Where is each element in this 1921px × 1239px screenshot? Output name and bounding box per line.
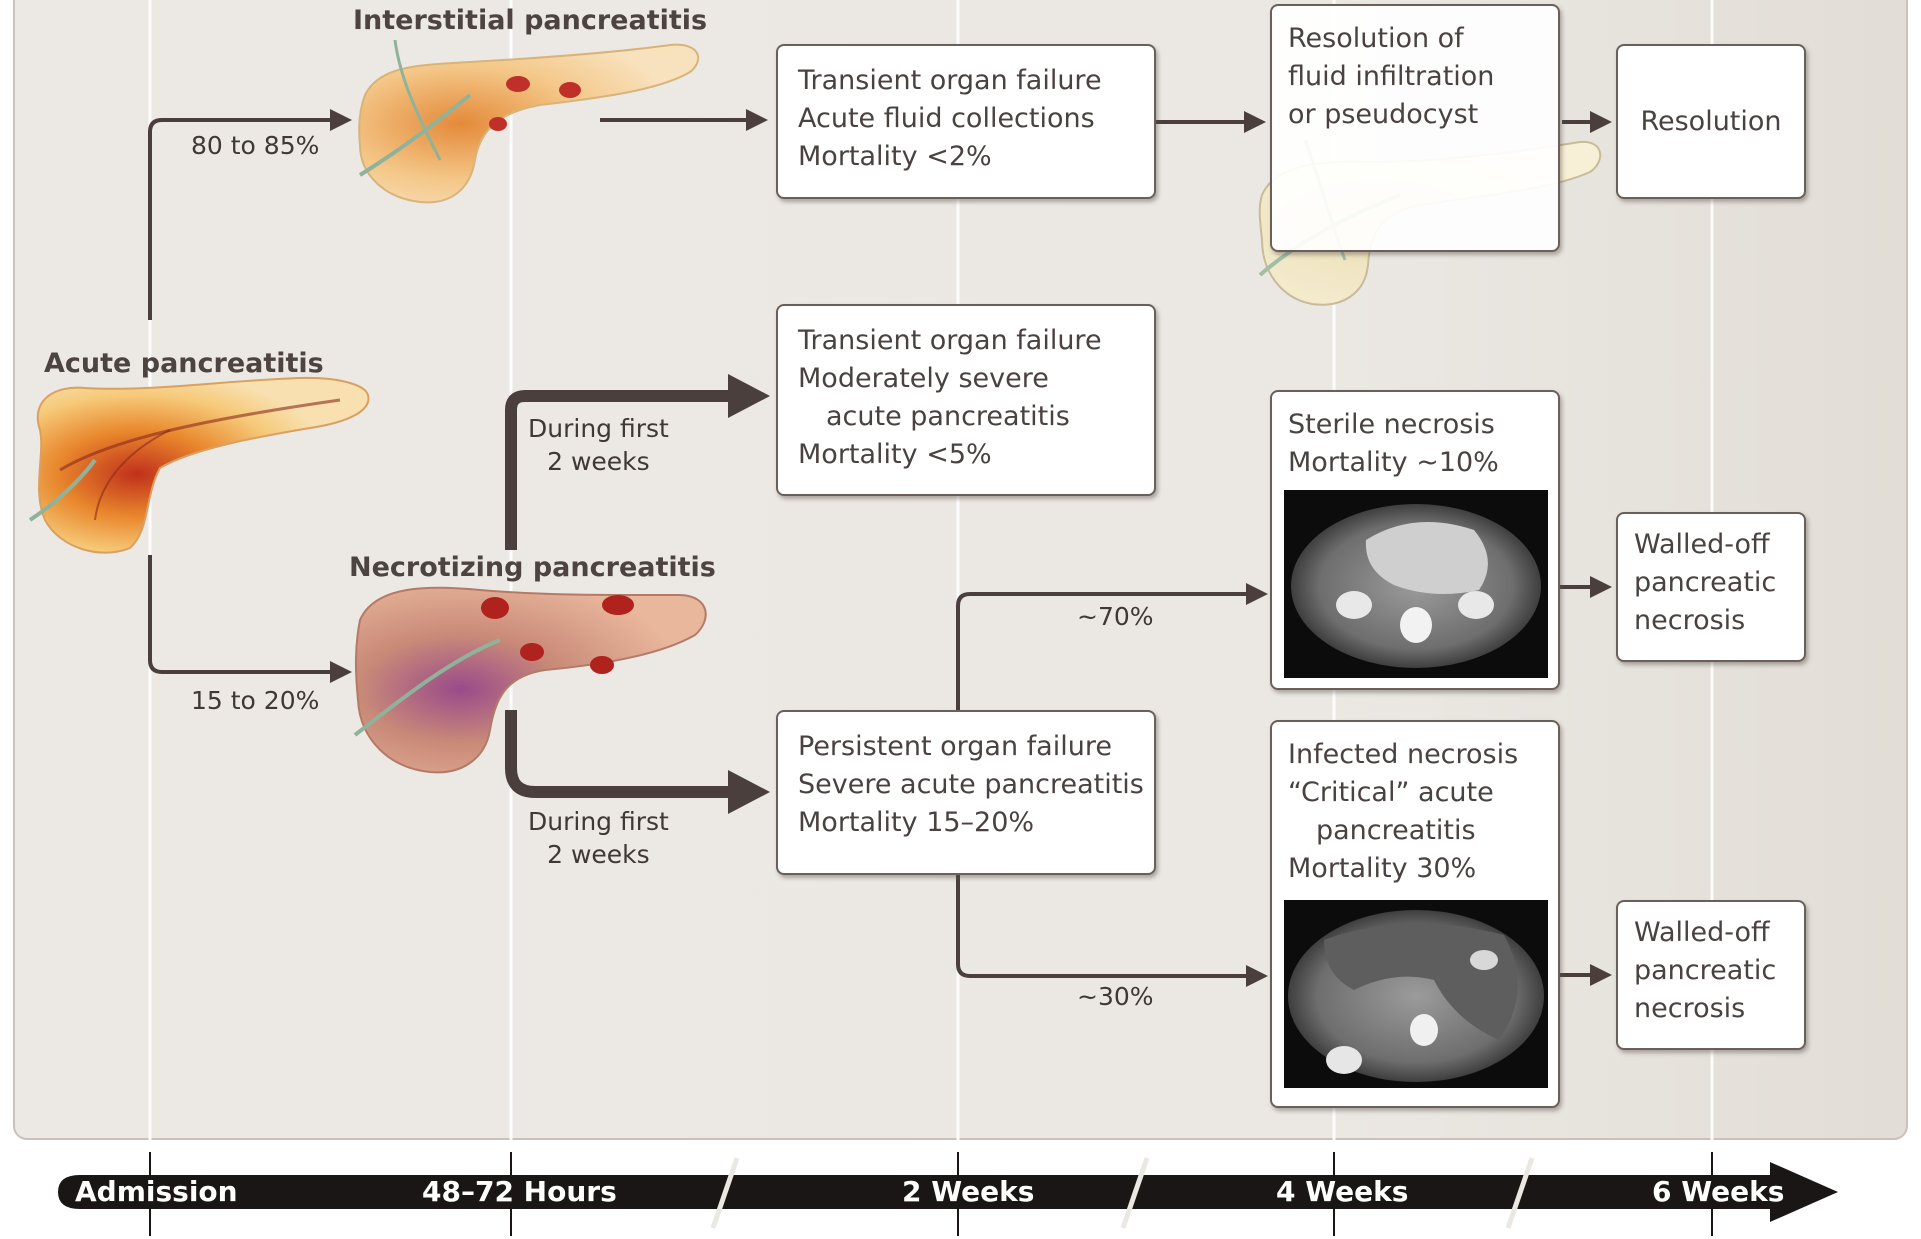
timeline-48-72-hours: 48–72 Hours <box>422 1175 617 1208</box>
two-weeks-line: 2 weeks <box>528 838 669 871</box>
sterile-necrosis-ct-scan <box>1284 490 1548 678</box>
box-line: acute pancreatitis <box>798 398 1154 436</box>
transient-organ-failure-moderate-box: Transient organ failure Moderately sever… <box>776 304 1156 496</box>
box-line: fluid infiltration <box>1288 58 1558 96</box>
box-line: Persistent organ failure <box>798 728 1154 766</box>
box-line: Transient organ failure <box>798 322 1154 360</box>
box-line: necrosis <box>1634 990 1804 1028</box>
box-line: or pseudocyst <box>1288 96 1558 134</box>
box-line: Mortality 30% <box>1288 850 1558 888</box>
box-line: Walled-off <box>1634 914 1804 952</box>
interstitial-percentage: 80 to 85% <box>191 131 319 160</box>
interstitial-pancreatitis-label: Interstitial pancreatitis <box>353 5 707 36</box>
box-line: pancreatic <box>1634 952 1804 990</box>
box-line: Mortality <5% <box>798 436 1154 474</box>
box-line: necrosis <box>1634 602 1804 640</box>
resolution-of-fluid-box: Resolution of fluid infiltration or pseu… <box>1270 4 1560 252</box>
timeline-2-weeks: 2 Weeks <box>902 1175 1034 1208</box>
box-line: Resolution of <box>1288 20 1558 58</box>
box-line: Walled-off <box>1634 526 1804 564</box>
box-line: Resolution <box>1640 103 1781 141</box>
infected-necrosis-ct-scan <box>1284 900 1548 1088</box>
during-first-line: During first <box>528 805 669 838</box>
box-line: Mortality ~10% <box>1288 444 1558 482</box>
box-line: pancreatitis <box>1288 812 1558 850</box>
box-line: Transient organ failure <box>798 62 1154 100</box>
two-weeks-line: 2 weeks <box>528 445 669 478</box>
timeline-admission: Admission <box>75 1175 238 1208</box>
timeline-4-weeks: 4 Weeks <box>1276 1175 1408 1208</box>
box-line: Mortality 15–20% <box>798 804 1154 842</box>
walled-off-necrosis-box-1: Walled-off pancreatic necrosis <box>1616 512 1806 662</box>
box-line: Moderately severe <box>798 360 1154 398</box>
box-line: pancreatic <box>1634 564 1804 602</box>
necrotizing-percentage: 15 to 20% <box>191 686 319 715</box>
acute-pancreatitis-label: Acute pancreatitis <box>44 348 324 379</box>
box-line: Infected necrosis <box>1288 736 1558 774</box>
necrotizing-pancreas-illustration <box>355 588 706 773</box>
during-first-2-weeks-upper: During first 2 weeks <box>528 412 669 478</box>
persistent-organ-failure-box: Persistent organ failure Severe acute pa… <box>776 710 1156 875</box>
during-first-line: During first <box>528 412 669 445</box>
transient-organ-failure-interstitial-box: Transient organ failure Acute fluid coll… <box>776 44 1156 199</box>
walled-off-necrosis-box-2: Walled-off pancreatic necrosis <box>1616 900 1806 1050</box>
sterile-percentage: ~70% <box>1077 602 1154 631</box>
timeline-6-weeks: 6 Weeks <box>1652 1175 1784 1208</box>
box-line: Mortality <2% <box>798 138 1154 176</box>
necrotizing-pancreatitis-label: Necrotizing pancreatitis <box>349 552 716 583</box>
box-line: Severe acute pancreatitis <box>798 766 1154 804</box>
box-line: Acute fluid collections <box>798 100 1154 138</box>
during-first-2-weeks-lower: During first 2 weeks <box>528 805 669 871</box>
box-line: Sterile necrosis <box>1288 406 1558 444</box>
box-line: “Critical” acute <box>1288 774 1558 812</box>
resolution-box: Resolution <box>1616 44 1806 199</box>
infected-percentage: ~30% <box>1077 982 1154 1011</box>
acute-pancreas-illustration <box>30 378 368 553</box>
